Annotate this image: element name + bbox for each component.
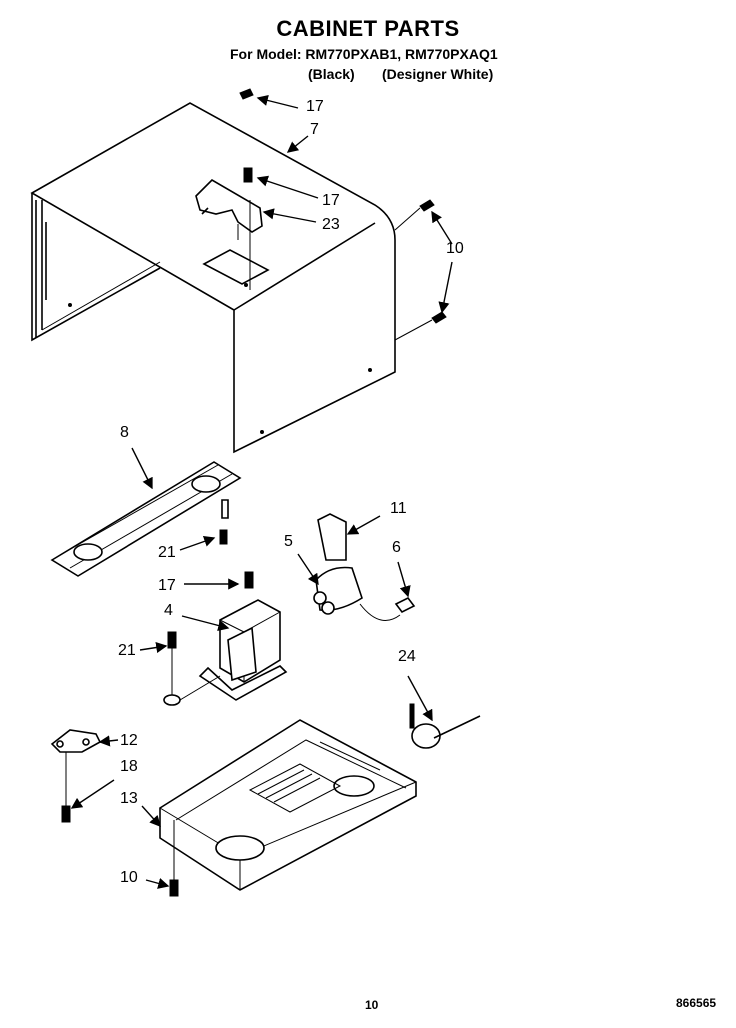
screw-17-transformer-icon [244,571,254,589]
rail-part-8 [50,461,242,577]
callout-4: 4 [164,602,173,619]
screw-18-icon [61,805,71,823]
callout-6: 6 [392,539,401,556]
screw-10-base-icon [169,879,179,897]
model-line: For Model: RM770PXAB1, RM770PXAQ1 [230,46,498,62]
callout-21-lower: 21 [118,642,136,659]
screw-17-top-icon [239,88,254,100]
callout-21-upper: 21 [158,544,176,561]
screw-21-upper-icon [219,529,228,545]
callout-12: 12 [120,732,138,749]
callout-17-bracket: 17 [322,192,340,209]
variant-black: (Black) [308,66,355,82]
screw-21-lower-icon [167,631,177,649]
callout-10-side: 10 [446,240,464,257]
variant-designer-white: (Designer White) [382,66,494,82]
bracket-part-12 [50,729,102,753]
callout-18: 18 [120,758,138,775]
callout-17-top: 17 [306,98,324,115]
callout-13: 13 [120,790,138,807]
capacitor-assembly [313,513,416,621]
screw-10-upper-icon [419,199,435,212]
page-number: 10 [365,998,379,1012]
document-number: 866565 [676,996,717,1010]
callout-10-base: 10 [120,869,138,886]
callout-11: 11 [390,500,407,517]
callout-17-transformer: 17 [158,577,176,594]
callout-23: 23 [322,216,340,233]
page-title: CABINET PARTS [276,16,460,41]
transformer-part-4 [198,599,288,701]
callout-24: 24 [398,648,416,665]
cabinet-wrapper [30,102,396,454]
thermal-cutout-part-24 [409,703,481,749]
callout-5: 5 [284,533,293,550]
callout-7: 7 [310,121,319,138]
washer-icon [163,694,181,706]
base-plate-part-13 [159,719,417,891]
screw-17-bracket-icon [243,167,253,183]
callout-8: 8 [120,424,129,441]
screw-10-lower-icon [431,311,447,324]
